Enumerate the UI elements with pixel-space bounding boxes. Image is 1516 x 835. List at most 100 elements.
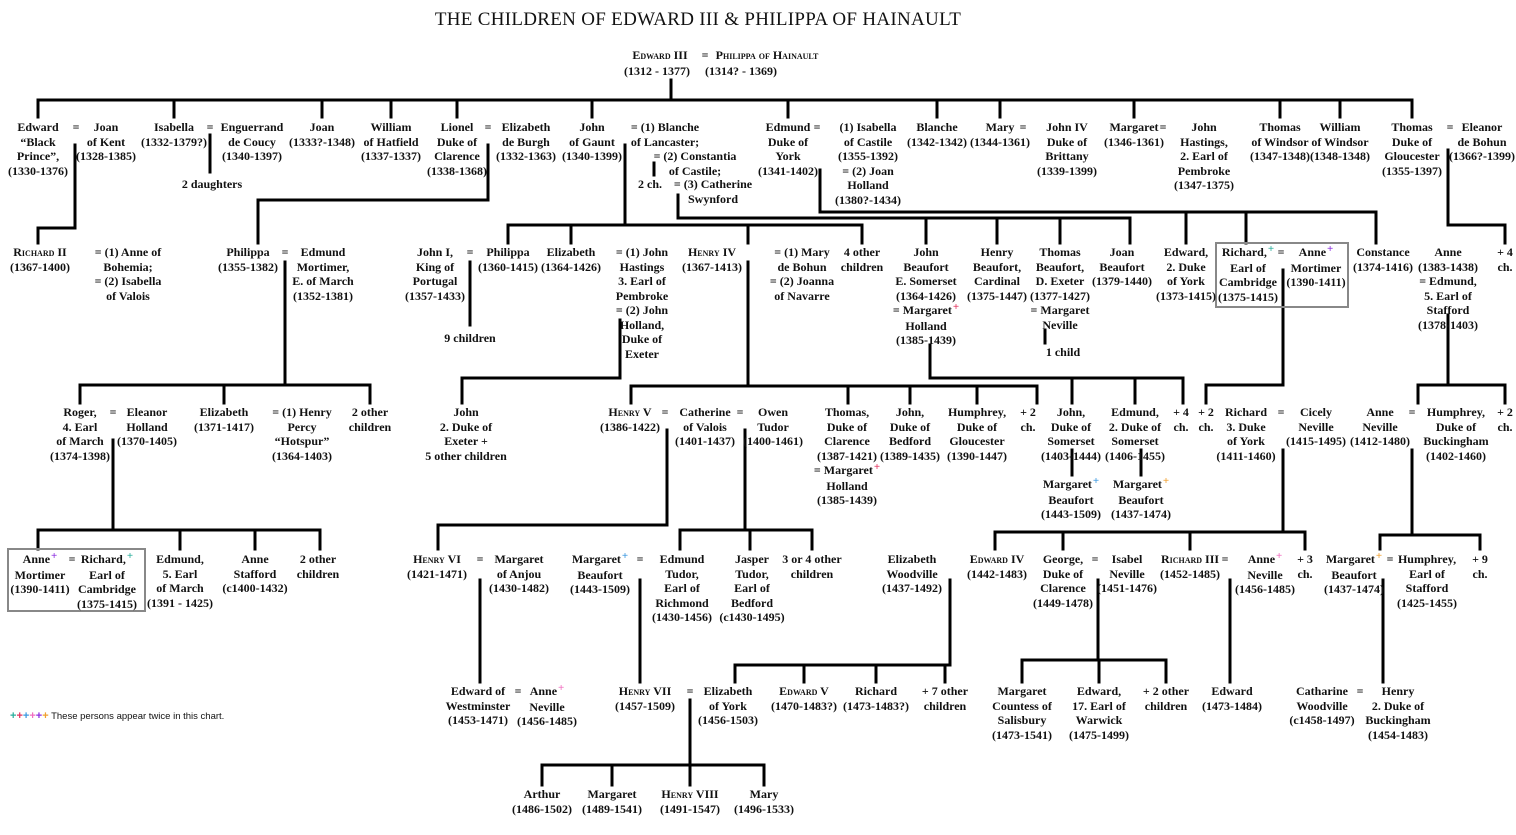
- node-text: of Valois: [683, 419, 727, 434]
- node-text: (1364-1403): [272, 448, 332, 463]
- person-philippa-c: Philippa(1355-1382): [218, 245, 278, 274]
- node-text: children: [923, 698, 967, 713]
- plus-mark-icon: +: [22, 710, 30, 722]
- plus-mark-icon: +: [42, 710, 49, 722]
- node-text: + 4: [1173, 405, 1189, 419]
- node-line: Henry IV: [682, 245, 742, 260]
- node-line: Anne: [1350, 405, 1410, 420]
- node-line: Margaret: [582, 787, 642, 802]
- node-text: Edward,: [1163, 245, 1209, 259]
- node-text: Stafford: [1405, 581, 1449, 595]
- node-line: Thomas,: [814, 405, 880, 420]
- person-blanche: Blanche(1342-1342): [907, 120, 967, 149]
- plus-mark-icon: +: [126, 550, 134, 562]
- node-text: Mary: [749, 787, 779, 801]
- node-text: = (2) Constantia: [653, 149, 737, 163]
- node-line: Arthur: [512, 787, 572, 802]
- person-philippa-l: Philippa(1360-1415): [478, 245, 538, 274]
- node-text: Margaret: [571, 552, 621, 566]
- plus-mark-icon: +: [29, 710, 36, 722]
- node-line: 3. Duke: [1216, 420, 1275, 435]
- node-text: Joan: [309, 120, 335, 134]
- node-line: Edmund,: [147, 552, 213, 567]
- node-line: Duke of: [814, 420, 880, 435]
- node-text: Anne: [241, 552, 269, 566]
- node-text: Richard: [855, 684, 897, 698]
- person-richard-iii: Richard III(1452-1485): [1160, 552, 1220, 581]
- node-line: (c1400-1432): [222, 581, 287, 596]
- node-text: Swynford: [687, 191, 738, 206]
- node-line: Joan: [289, 120, 355, 135]
- node-line: (1337-1337): [361, 149, 421, 164]
- node-line: Holland: [117, 420, 177, 435]
- node-line: (1375-1415): [1218, 290, 1278, 305]
- node-text: Hastings,: [1180, 134, 1228, 149]
- node-text: Henry V: [608, 405, 652, 419]
- node-line: Anne+: [1235, 550, 1295, 568]
- node-text: (1456-1485): [1235, 582, 1295, 596]
- node-line: of Castile: [835, 135, 901, 150]
- node-text: (1330-1376): [8, 163, 68, 178]
- node-line: of Navarre: [770, 289, 834, 304]
- node-text: Humphrey,: [1397, 552, 1457, 566]
- node-line: Duke of: [1033, 567, 1093, 582]
- node-text: 2. Duke of: [1108, 419, 1162, 434]
- node-text: Tudor,: [665, 566, 699, 581]
- person-henry-iv: Henry IV(1367-1413): [682, 245, 742, 274]
- node-text: (1341-1402): [758, 163, 818, 178]
- node-line: Owen: [743, 405, 803, 420]
- node-text: of Navarre: [774, 288, 830, 303]
- node-line: of Hatfield: [361, 135, 421, 150]
- node-text: of Windsor: [1251, 134, 1309, 149]
- node-text: (1340-1397): [222, 149, 282, 163]
- node-text: Thomas: [1259, 120, 1301, 134]
- node-line: 2. Duke: [1156, 260, 1216, 275]
- node-text: Duke of: [889, 419, 931, 434]
- node-text: Isabel: [1111, 552, 1143, 566]
- node-line: Anne+: [517, 682, 577, 700]
- node-text: (1344-1361): [970, 134, 1030, 149]
- node-line: John,: [880, 405, 940, 420]
- marriage-sign: =: [1408, 405, 1416, 419]
- node-line: (1366?-1399): [1449, 149, 1515, 164]
- node-line: (1387-1421): [814, 449, 880, 464]
- person-margaret-b-1437: Margaret+Beaufort(1437-1474): [1111, 475, 1171, 522]
- node-text: (1391 - 1425): [147, 595, 213, 610]
- legend-text: These persons appear twice in this chart…: [51, 711, 225, 722]
- node-text: Duke of: [1435, 419, 1477, 434]
- node-text: 4 other: [843, 245, 881, 259]
- node-text: 9 children: [444, 331, 496, 345]
- node-line: Anne+: [10, 550, 69, 568]
- node-text: Eleanor: [126, 405, 168, 419]
- plus-mark-icon: +: [1267, 243, 1275, 255]
- node-text: Duke of: [1050, 419, 1092, 434]
- node-text: John: [579, 120, 605, 134]
- node-text: Woodville: [1296, 698, 1348, 713]
- node-text: Margaret: [494, 552, 544, 566]
- node-line: Tudor,: [719, 567, 784, 582]
- person-anne-mortimer2: Anne+Mortimer(1390-1411): [10, 550, 69, 597]
- node-line: (1454-1483): [1365, 728, 1430, 743]
- node-text: Earl of: [89, 567, 125, 582]
- node-line: of Windsor: [1250, 135, 1310, 150]
- node-line: Richard II: [10, 245, 70, 260]
- node-text: (1430-1482): [489, 581, 549, 595]
- node-text: (1355-1397): [1382, 163, 1442, 178]
- node-text: (1442-1483): [967, 566, 1027, 581]
- node-line: Thomas: [1382, 120, 1442, 135]
- marriage-sign: =: [1356, 684, 1364, 698]
- node-text: (1437-1474): [1111, 507, 1171, 521]
- node-text: (1406-1455): [1105, 448, 1165, 463]
- node-text: + 2: [1497, 405, 1513, 419]
- node-text: Buckingham: [1423, 434, 1489, 448]
